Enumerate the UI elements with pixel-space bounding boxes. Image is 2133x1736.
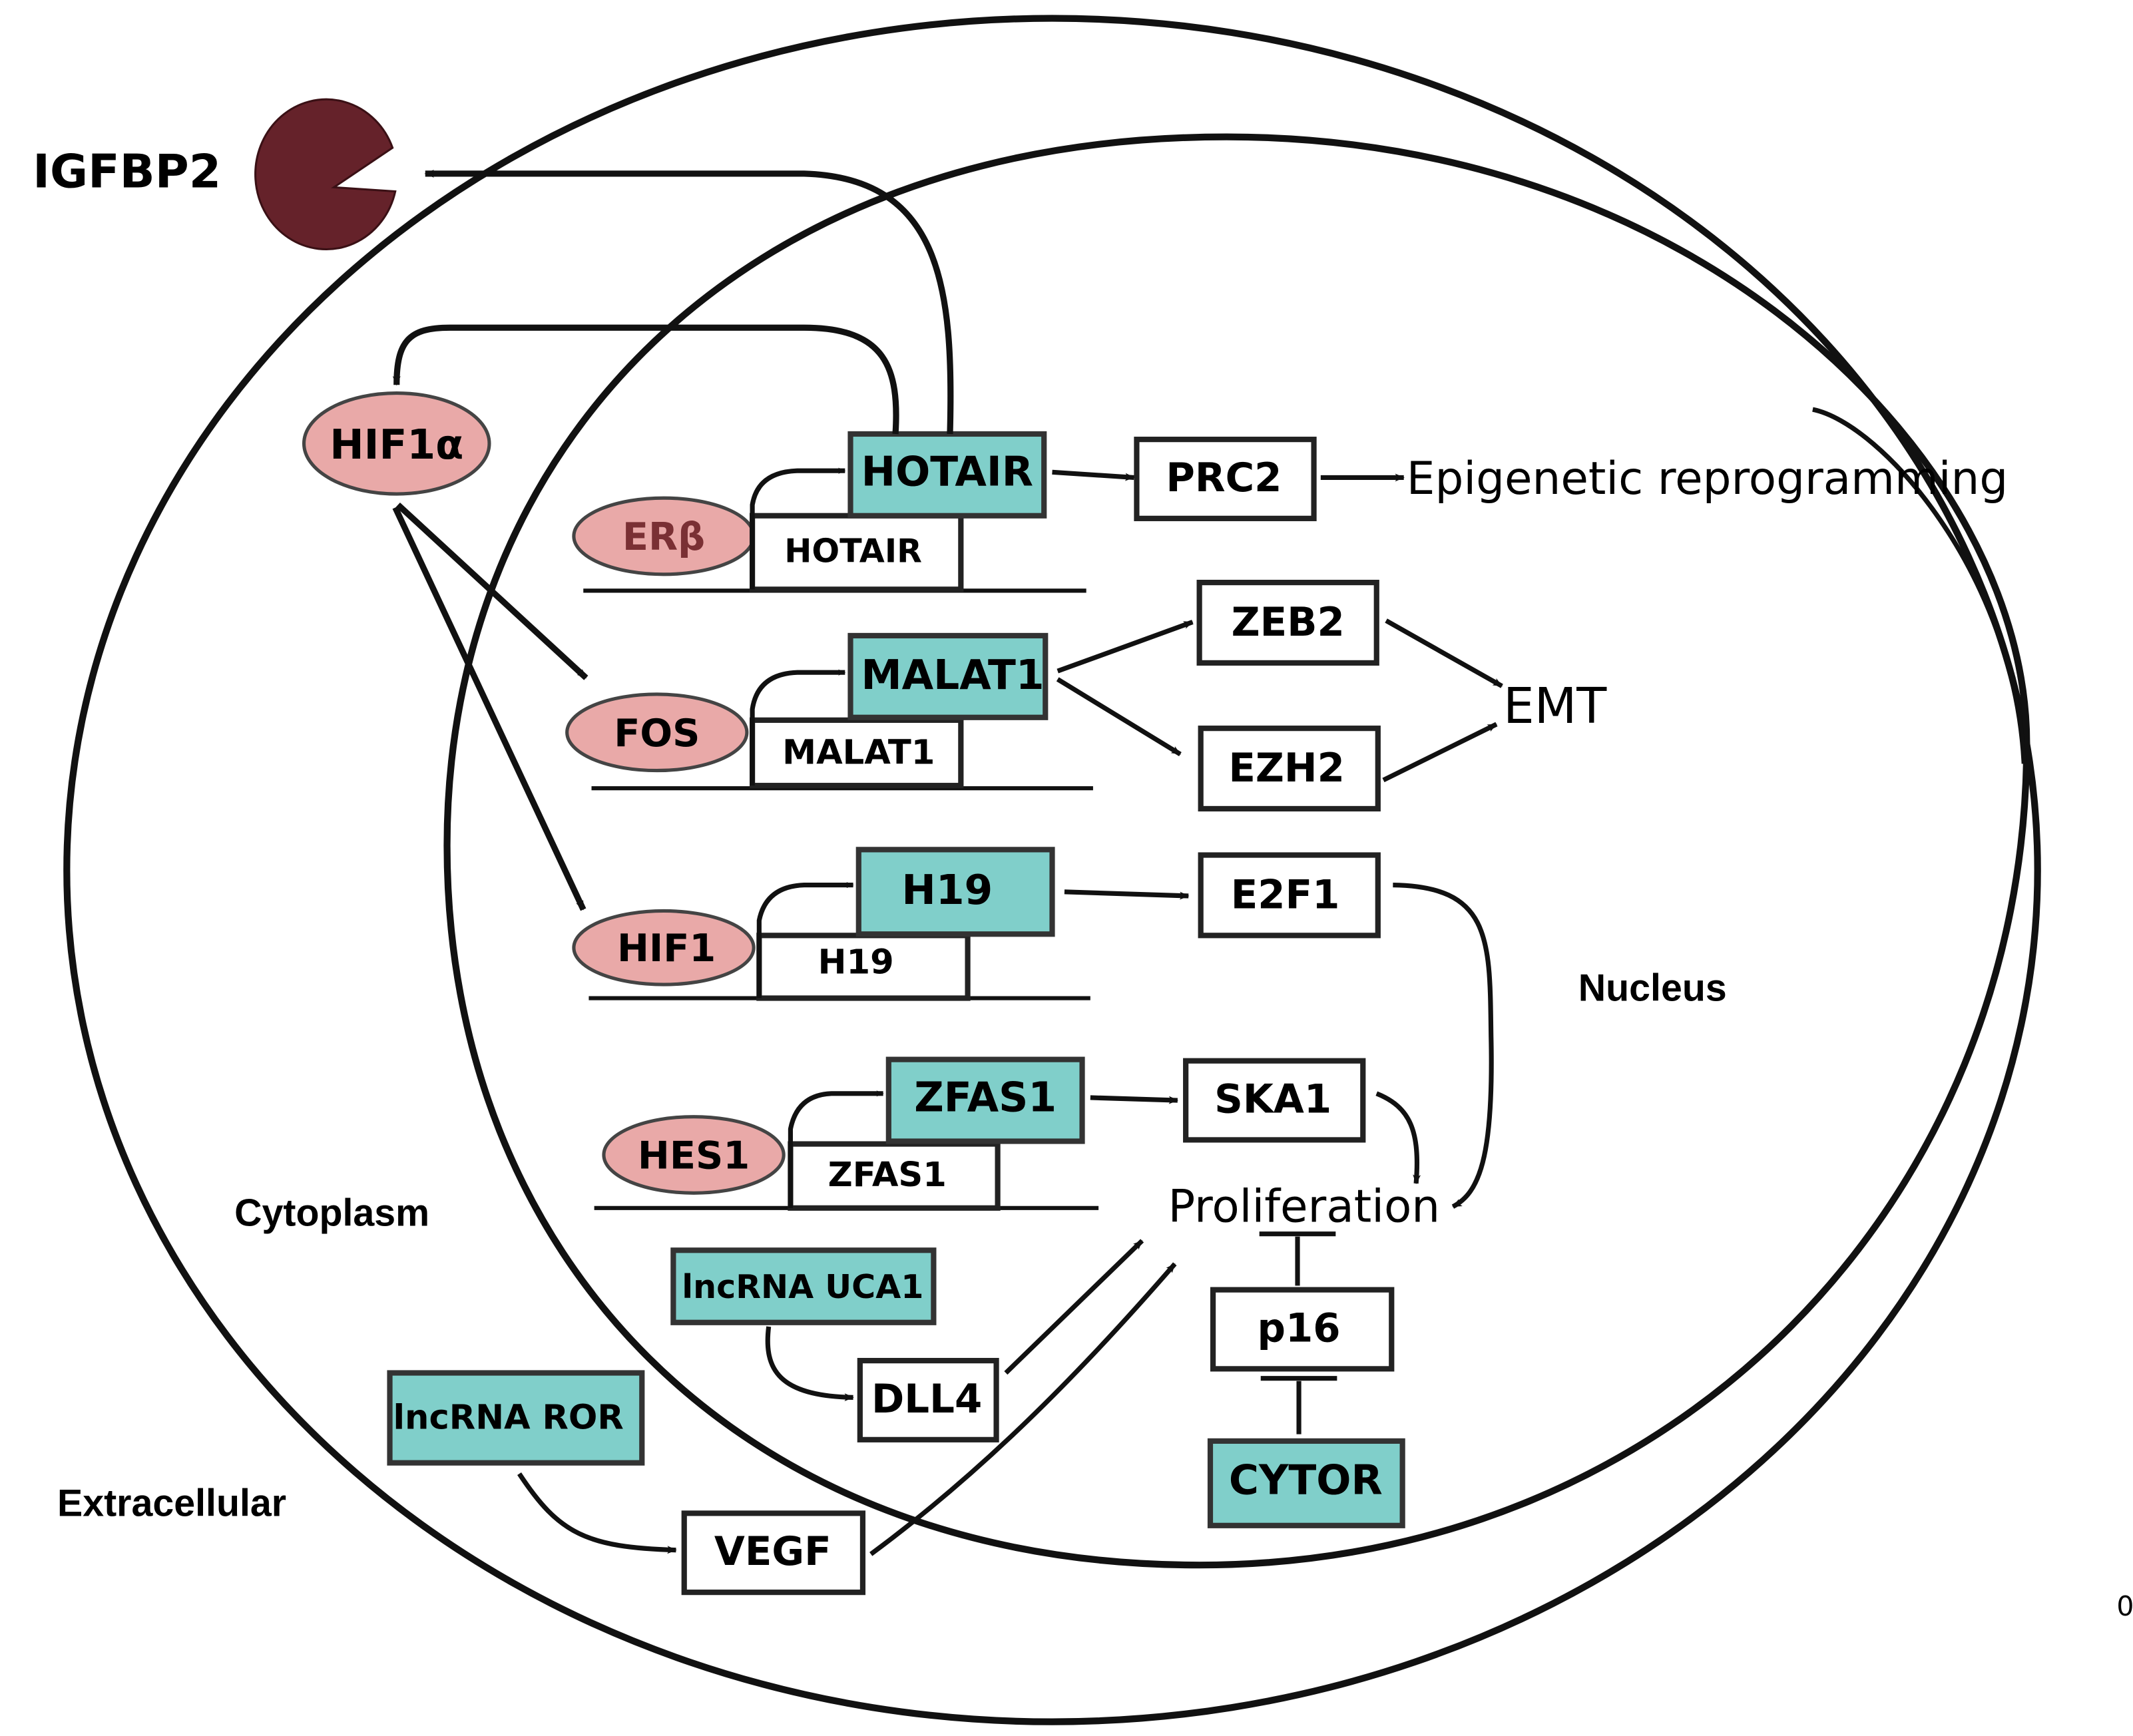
emt-label: EMT (1503, 678, 1607, 735)
edge-hotair-to-prc2 (1052, 469, 1135, 481)
igfbp2-label: IGFBP2 (33, 144, 221, 198)
edge-zeb2-to-emt (1385, 618, 1503, 688)
svg-text:ZFAS1: ZFAS1 (828, 1155, 947, 1195)
zfas1-gene: ZFAS1 (788, 1141, 1001, 1211)
hotair-gene: HOTAIR (750, 513, 964, 592)
ska1-box: SKA1 (1183, 1058, 1366, 1143)
malat1-gene: MALAT1 (750, 717, 964, 789)
svg-text:HIF1α: HIF1α (330, 421, 463, 469)
svg-text:MALAT1: MALAT1 (861, 652, 1044, 699)
ezh2-box: EZH2 (1198, 726, 1381, 812)
svg-text:HOTAIR: HOTAIR (784, 531, 922, 570)
svg-text:PRC2: PRC2 (1166, 455, 1282, 501)
svg-text:H19: H19 (818, 943, 894, 982)
svg-text:H19: H19 (901, 867, 993, 914)
hif1a-factor: HIF1α (302, 391, 491, 496)
svg-text:SKA1: SKA1 (1214, 1076, 1331, 1122)
svg-text:VEGF: VEGF (714, 1529, 831, 1575)
h19-lncrna: H19 (855, 847, 1055, 937)
edge-dll4-to-proliferation (1004, 1239, 1144, 1375)
svg-text:MALAT1: MALAT1 (782, 732, 935, 772)
svg-text:ERβ: ERβ (622, 515, 705, 559)
hotair-lncrna: HOTAIR (847, 431, 1047, 519)
epigenetic-reprogramming-label: Epigenetic reprogramming (1407, 452, 2008, 505)
pacman-protein-icon (254, 98, 397, 250)
svg-text:E2F1: E2F1 (1231, 872, 1340, 918)
p16-box: p16 (1210, 1287, 1395, 1372)
uca1-lncrna: lncRNA UCA1 (670, 1247, 937, 1325)
edge-ska1-to-proliferation (1375, 1091, 1421, 1185)
edge-hotair-to-hif1a (392, 324, 899, 435)
svg-text:HOTAIR: HOTAIR (861, 449, 1033, 496)
svg-text:p16: p16 (1258, 1305, 1341, 1351)
edge-vegf-to-proliferation (869, 1262, 1177, 1556)
edge-e2f1-to-proliferation (1393, 883, 1494, 1209)
transcribe-arrow-h19 (756, 881, 854, 998)
extracellular-label: Extracellular (57, 1482, 286, 1524)
svg-text:CYTOR: CYTOR (1229, 1457, 1383, 1504)
er-beta-factor: ERβ (572, 496, 756, 576)
fos-factor: FOS (565, 692, 749, 773)
edge-zfas1-to-ska1 (1090, 1095, 1179, 1104)
prc2-box: PRC2 (1134, 437, 1317, 521)
cytor-lncrna: CYTOR (1207, 1438, 1405, 1528)
malat1-lncrna: MALAT1 (847, 632, 1049, 720)
edge-hotair-to-igfbp2 (424, 169, 954, 435)
edge-ezh2-to-emt (1382, 722, 1498, 783)
zeb2-box: ZEB2 (1196, 579, 1379, 666)
h19-gene: H19 (756, 933, 971, 1001)
svg-text:ZFAS1: ZFAS1 (914, 1074, 1057, 1121)
svg-text:FOS: FOS (614, 711, 700, 756)
transcribe-arrow-zfas1 (788, 1090, 884, 1208)
dll4-box: DLL4 (857, 1357, 999, 1442)
cytoplasm-label: Cytoplasm (234, 1192, 429, 1234)
cell-membrane (63, 15, 2041, 1725)
transcribe-arrow-malat1 (750, 669, 846, 786)
edge-ror-to-vegf (517, 1472, 677, 1554)
proliferation-label: Proliferation (1168, 1180, 1441, 1232)
svg-text:DLL4: DLL4 (871, 1377, 982, 1422)
nuclear-membrane (443, 133, 2030, 1569)
edge-malat1-to-ezh2 (1056, 677, 1182, 757)
edge-uca1-to-dll4 (765, 1326, 854, 1402)
edge-h19-to-e2f1 (1064, 889, 1190, 900)
svg-text:EZH2: EZH2 (1228, 746, 1345, 791)
vegf-box: VEGF (681, 1510, 866, 1596)
svg-text:HES1: HES1 (638, 1133, 750, 1178)
zfas1-lncrna: ZFAS1 (885, 1056, 1085, 1144)
edge-malat1-to-zeb2 (1057, 620, 1194, 674)
nucleus-label: Nucleus (1578, 967, 1727, 1010)
svg-text:ZEB2: ZEB2 (1232, 600, 1345, 646)
edge-hif1a-to-hif1 (392, 506, 587, 911)
hes1-factor: HES1 (602, 1115, 786, 1195)
svg-text:HIF1: HIF1 (617, 926, 716, 971)
e2f1-box: E2F1 (1198, 852, 1381, 939)
ror-lncrna: lncRNA ROR (387, 1370, 645, 1466)
edge-hif1a-to-fos (395, 503, 589, 680)
hif1-factor: HIF1 (572, 909, 756, 986)
svg-text:lncRNA ROR: lncRNA ROR (393, 1397, 624, 1437)
membrane-overlap-arc (1812, 407, 2026, 764)
transcribe-arrow-hotair (750, 467, 846, 590)
svg-text:lncRNA UCA1: lncRNA UCA1 (682, 1267, 923, 1306)
corner-mark: 0 (2116, 1590, 2133, 1622)
